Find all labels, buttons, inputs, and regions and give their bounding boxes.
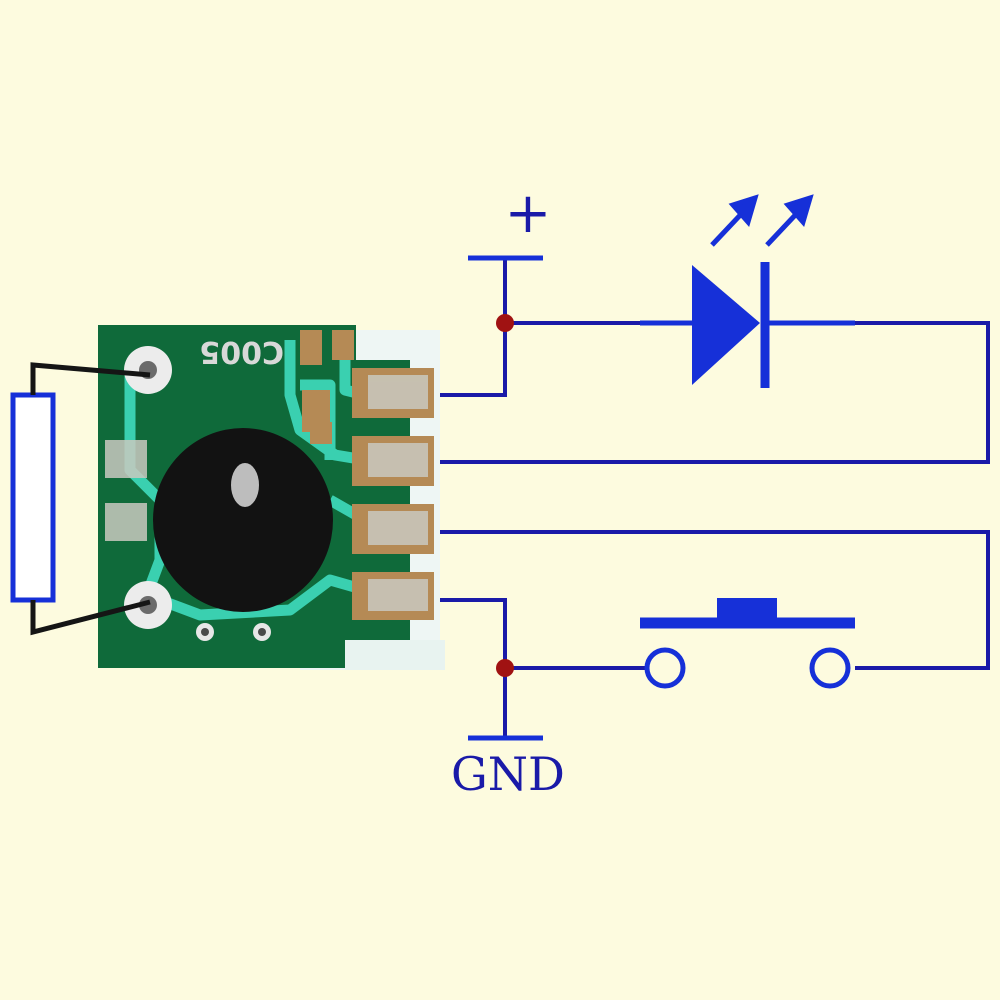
wire-led-right — [440, 321, 990, 464]
positive-label: + — [505, 181, 552, 246]
led-light-arrows — [710, 194, 814, 247]
chip-label: C005 — [199, 334, 284, 369]
pcb-module: C005 — [98, 325, 445, 670]
resistor — [10, 362, 151, 636]
wire-pin3 — [440, 530, 990, 670]
pcb-pad-highlights — [105, 375, 428, 611]
pcb-edge-bottom — [345, 640, 445, 670]
junction-dot-icon — [496, 314, 514, 332]
wire-pin4-to-gnd — [440, 598, 507, 738]
junction-dot-icon — [496, 659, 514, 677]
resistor-icon — [10, 392, 56, 603]
resistor-lead-top — [30, 362, 151, 395]
resistor-lead-bottom — [30, 599, 151, 636]
chip-blob — [153, 428, 333, 612]
push-button-icon — [640, 598, 855, 689]
chip-blob-highlight — [231, 463, 259, 507]
led-icon — [640, 194, 855, 388]
wire-pin1-to-positive — [440, 323, 507, 397]
ground-label: GND — [451, 747, 565, 801]
wire-positive-rail — [503, 258, 640, 325]
